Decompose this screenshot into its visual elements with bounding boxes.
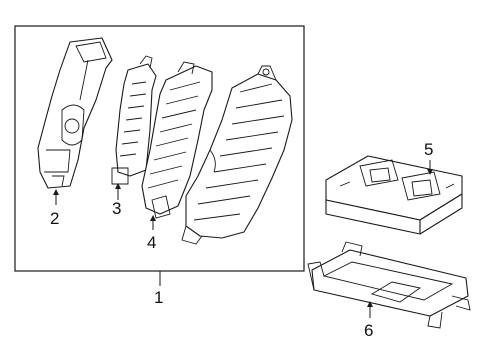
callout-6: 6 bbox=[364, 321, 373, 340]
part-6-mounting-bracket bbox=[307, 241, 471, 329]
callout-1: 1 bbox=[154, 288, 163, 307]
part-5-control-module bbox=[325, 155, 463, 235]
part-4-relay-module bbox=[141, 61, 213, 219]
callout-3: 3 bbox=[112, 199, 121, 218]
callout-5: 5 bbox=[424, 140, 433, 159]
callout-4: 4 bbox=[147, 233, 156, 252]
part-2-bracket bbox=[37, 37, 113, 189]
callout-2: 2 bbox=[50, 209, 59, 228]
part-3-terminal-strip bbox=[111, 55, 157, 185]
part-1-fuse-box bbox=[181, 65, 293, 245]
